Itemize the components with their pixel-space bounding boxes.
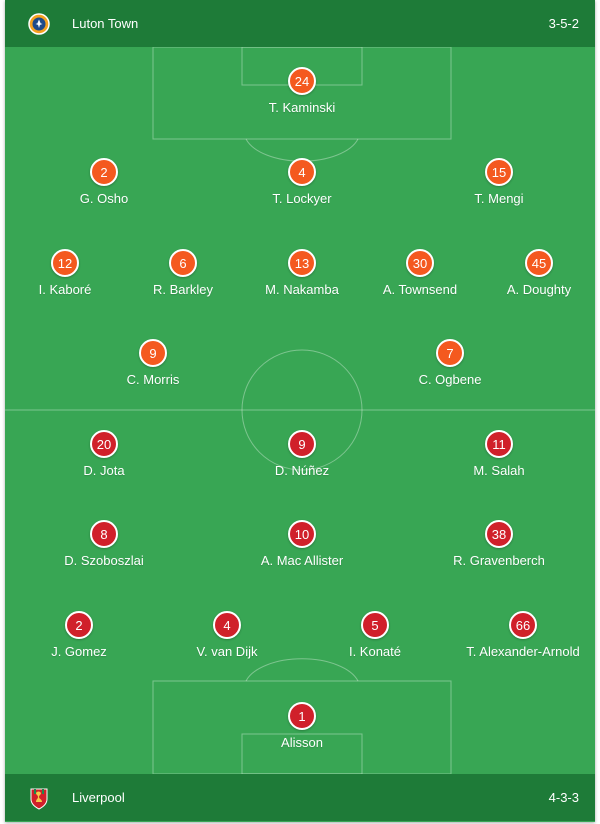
player-name: M. Salah (473, 463, 525, 478)
player-name: T. Lockyer (272, 191, 332, 206)
player-name: C. Morris (126, 372, 180, 387)
player-home-fwd-right[interactable]: 7 C. Ogbene (370, 339, 530, 387)
player-name: C. Ogbene (418, 372, 482, 387)
player-away-def-2[interactable]: 4 V. van Dijk (147, 611, 307, 659)
player-home-def-left[interactable]: 2 G. Osho (24, 158, 184, 206)
player-number-badge: 4 (288, 158, 316, 186)
player-number-badge: 6 (169, 249, 197, 277)
player-away-mid-right[interactable]: 38 R. Gravenberch (419, 520, 579, 568)
liverpool-crest-icon (28, 787, 50, 810)
pitch-markings (5, 47, 595, 774)
home-formation: 3-5-2 (548, 16, 579, 31)
player-number-badge: 9 (139, 339, 167, 367)
player-number-badge: 30 (406, 249, 434, 277)
player-away-def-3[interactable]: 5 I. Konaté (295, 611, 455, 659)
player-name: I. Kaboré (38, 282, 92, 297)
away-team-bar: Liverpool 4-3-3 (5, 774, 595, 821)
player-number-badge: 4 (213, 611, 241, 639)
player-number-badge: 24 (288, 67, 316, 95)
player-home-mid-2[interactable]: 6 R. Barkley (103, 249, 263, 297)
player-number-badge: 9 (288, 430, 316, 458)
player-number-badge: 20 (90, 430, 118, 458)
player-home-gk[interactable]: 24 T. Kaminski (222, 67, 382, 115)
player-number-badge: 13 (288, 249, 316, 277)
player-away-gk[interactable]: 1 Alisson (222, 702, 382, 750)
player-home-fwd-left[interactable]: 9 C. Morris (73, 339, 233, 387)
player-number-badge: 10 (288, 520, 316, 548)
player-name: T. Kaminski (268, 100, 336, 115)
player-name: D. Szoboszlai (64, 553, 144, 568)
lineup-card: Luton Town 3-5-2 24 T. Kaminski (5, 0, 595, 822)
player-home-mid-4[interactable]: 30 A. Townsend (340, 249, 500, 297)
player-number-badge: 11 (485, 430, 513, 458)
player-number-badge: 12 (51, 249, 79, 277)
player-number-badge: 45 (525, 249, 553, 277)
player-home-mid-1[interactable]: 12 I. Kaboré (5, 249, 145, 297)
player-number-badge: 15 (485, 158, 513, 186)
away-formation: 4-3-3 (548, 790, 579, 805)
player-number-badge: 38 (485, 520, 513, 548)
player-name: D. Núñez (274, 463, 330, 478)
player-number-badge: 66 (509, 611, 537, 639)
home-team-name: Luton Town (72, 16, 139, 31)
player-away-mid-left[interactable]: 8 D. Szoboszlai (24, 520, 184, 568)
player-name: A. Mac Allister (260, 553, 344, 568)
player-name: G. Osho (79, 191, 129, 206)
player-home-mid-5[interactable]: 45 A. Doughty (459, 249, 595, 297)
away-team-name: Liverpool (72, 790, 125, 805)
player-name: V. van Dijk (196, 644, 258, 659)
player-home-mid-3[interactable]: 13 M. Nakamba (222, 249, 382, 297)
player-name: A. Townsend (382, 282, 458, 297)
pitch: 24 T. Kaminski 2 G. Osho 4 T. Lockyer 15… (5, 47, 595, 774)
home-team-bar: Luton Town 3-5-2 (5, 0, 595, 47)
player-name: M. Nakamba (265, 282, 339, 297)
player-away-fwd-center[interactable]: 9 D. Núñez (222, 430, 382, 478)
player-away-def-4[interactable]: 66 T. Alexander-Arnold (443, 611, 595, 659)
player-name: R. Gravenberch (453, 553, 545, 568)
player-name: I. Konaté (348, 644, 402, 659)
player-away-fwd-right[interactable]: 11 M. Salah (419, 430, 579, 478)
player-name: T. Mengi (474, 191, 524, 206)
player-name: T. Alexander-Arnold (466, 644, 580, 659)
luton-crest-icon (28, 12, 50, 35)
player-name: D. Jota (83, 463, 125, 478)
player-number-badge: 1 (288, 702, 316, 730)
player-number-badge: 7 (436, 339, 464, 367)
player-name: A. Doughty (506, 282, 572, 297)
player-name: Alisson (281, 735, 323, 750)
player-away-mid-center[interactable]: 10 A. Mac Allister (222, 520, 382, 568)
player-name: R. Barkley (153, 282, 213, 297)
player-number-badge: 8 (90, 520, 118, 548)
player-away-def-1[interactable]: 2 J. Gomez (5, 611, 159, 659)
player-away-fwd-left[interactable]: 20 D. Jota (24, 430, 184, 478)
player-number-badge: 5 (361, 611, 389, 639)
player-home-def-right[interactable]: 15 T. Mengi (419, 158, 579, 206)
player-number-badge: 2 (65, 611, 93, 639)
player-home-def-center[interactable]: 4 T. Lockyer (222, 158, 382, 206)
player-number-badge: 2 (90, 158, 118, 186)
player-name: J. Gomez (51, 644, 107, 659)
